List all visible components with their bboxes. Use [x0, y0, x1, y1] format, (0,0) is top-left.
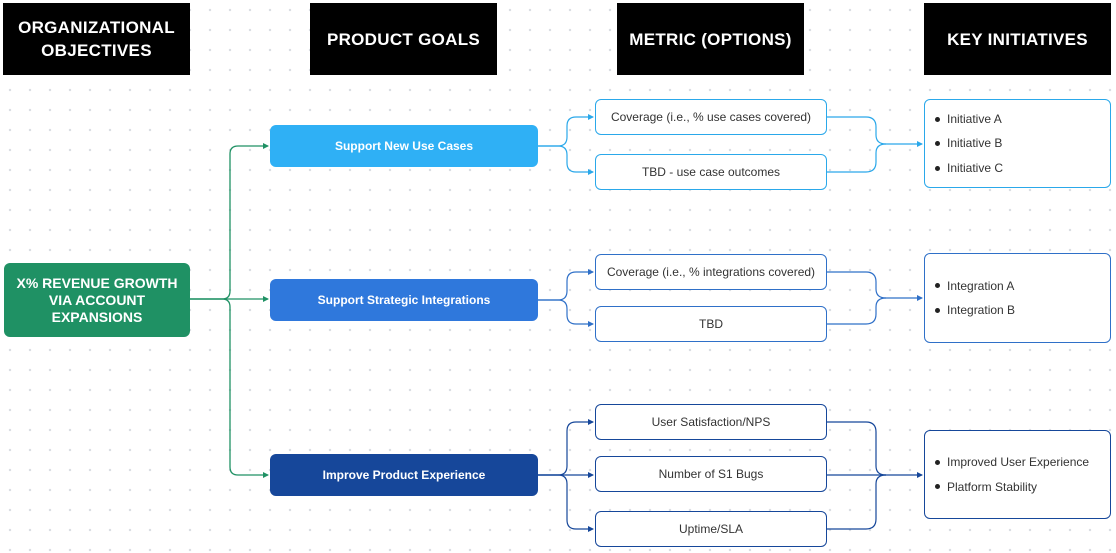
connector-objective-goal1 — [190, 143, 269, 300]
initiative-label: Integration A — [947, 278, 1015, 293]
bullet-icon — [935, 116, 940, 122]
header-key-initiatives: KEY INITIATIVES — [924, 3, 1111, 75]
bullet-icon — [935, 283, 940, 289]
goal-node-new-use-cases: Support New Use Cases — [270, 125, 538, 167]
connector-objective-goal3 — [190, 298, 269, 478]
initiative-label: Initiative A — [947, 111, 1002, 126]
initiative-label: Improved User Experience — [947, 455, 1090, 469]
bullet-icon — [935, 484, 940, 490]
initiatives-box-experience: Improved User Experience Platform Stabil… — [924, 430, 1111, 519]
metric-node-integration-coverage: Coverage (i.e., % integrations covered) — [595, 254, 827, 290]
bullet-icon — [935, 165, 940, 171]
metric-node-use-case-coverage: Coverage (i.e., % use cases covered) — [595, 99, 827, 135]
bullet-icon — [935, 141, 940, 146]
goal-node-strategic-integrations: Support Strategic Integrations — [270, 279, 538, 321]
bullet-icon — [935, 459, 940, 465]
objective-node: X% REVENUE GROWTH VIA ACCOUNT EXPANSIONS — [4, 263, 190, 337]
header-product-goals: PRODUCT GOALS — [310, 3, 497, 75]
initiative-label: Integration B — [947, 303, 1016, 317]
initiative-item: Initiative C — [935, 156, 1110, 181]
metric-node-s1-bugs: Number of S1 Bugs — [595, 456, 827, 492]
metric-node-user-satisfaction: User Satisfaction/NPS — [595, 404, 827, 440]
initiative-label: Platform Stability — [947, 479, 1038, 494]
bullet-icon — [935, 307, 940, 313]
goal-node-product-experience: Improve Product Experience — [270, 454, 538, 496]
initiative-item: Initiative B — [935, 131, 1110, 156]
initiative-label: Initiative C — [947, 160, 1004, 175]
metric-node-uptime: Uptime/SLA — [595, 511, 827, 547]
initiatives-box-use-cases: Initiative A Initiative B Initiative C — [924, 99, 1111, 188]
initiative-label: Initiative B — [947, 136, 1003, 151]
header-organizational-objectives: ORGANIZATIONAL OBJECTIVES — [3, 3, 190, 75]
initiative-item: Integration B — [935, 298, 1110, 323]
metric-node-tbd: TBD — [595, 306, 827, 342]
initiative-item: Improved User Experience — [935, 450, 1110, 475]
initiative-item: Integration A — [935, 274, 1110, 299]
initiatives-box-integrations: Integration A Integration B — [924, 253, 1111, 343]
header-metric-options: METRIC (OPTIONS) — [617, 3, 804, 75]
metric-node-use-case-outcomes: TBD - use case outcomes — [595, 154, 827, 190]
initiative-item: Platform Stability — [935, 475, 1110, 500]
initiative-item: Initiative A — [935, 107, 1110, 132]
